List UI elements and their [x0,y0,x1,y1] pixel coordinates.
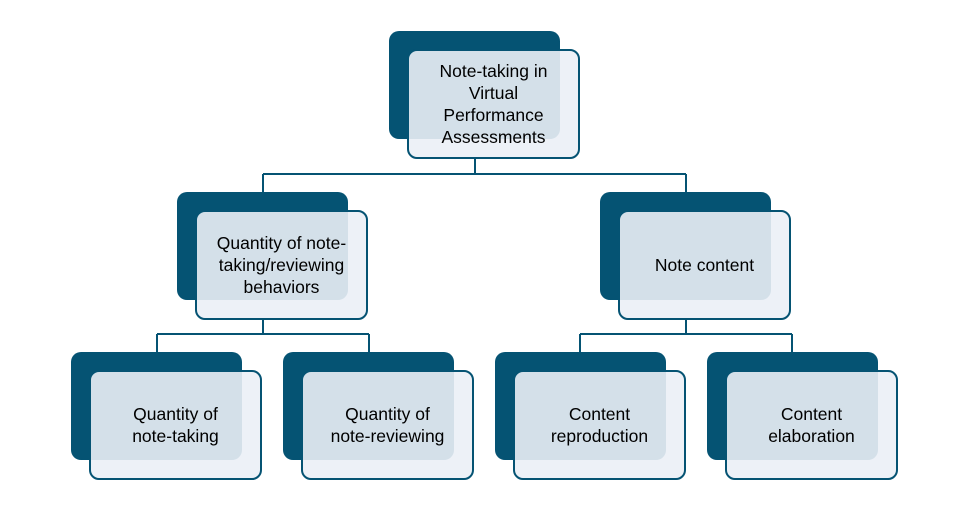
left-branch-label: Quantity of note- taking/reviewing behav… [216,233,347,297]
leaf-2-label: Quantity of note-reviewing [330,404,445,446]
leaf-1-box: Quantity of note-taking [89,370,262,480]
leaf-4-box: Content elaboration [725,370,898,480]
right-branch-label: Note content [654,255,755,275]
leaf-1-label: Quantity of note-taking [132,404,219,446]
leaf-3-label: Content reproduction [550,404,649,446]
root-node-label: Note-taking in Virtual Performance Asses… [439,61,548,147]
leaf-2-box: Quantity of note-reviewing [301,370,474,480]
leaf-4-label: Content elaboration [768,404,855,446]
left-branch-box: Quantity of note- taking/reviewing behav… [195,210,368,320]
root-node-box: Note-taking in Virtual Performance Asses… [407,49,580,159]
leaf-3-box: Content reproduction [513,370,686,480]
right-branch-box: Note content [618,210,791,320]
